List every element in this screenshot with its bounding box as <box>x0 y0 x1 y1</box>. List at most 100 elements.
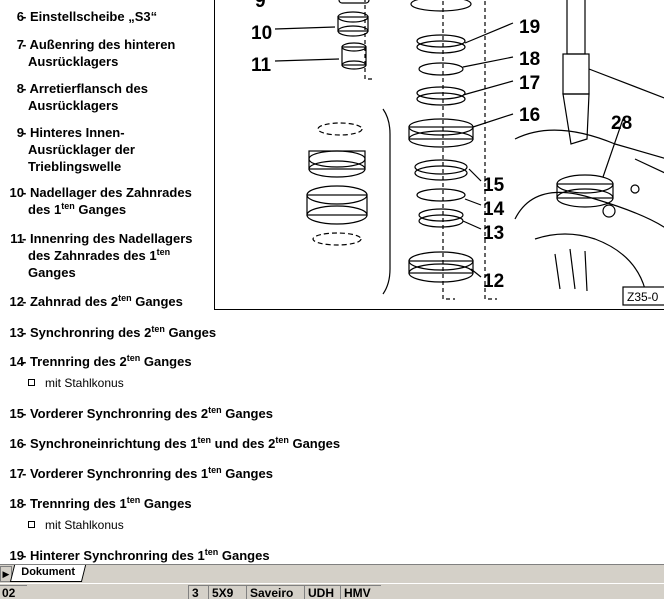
item-text-line: - Trennring des 2ten Ganges <box>22 353 420 370</box>
item-note: mit Stahlkonus <box>28 376 124 391</box>
item-number: 10 <box>9 185 24 200</box>
status-model: Saveiro <box>246 585 305 599</box>
callout-13: 13 <box>483 223 504 244</box>
item-text-line: - Vorderer Synchronring des 2ten Ganges <box>22 405 420 422</box>
item-text-segment: Ganges <box>28 265 76 280</box>
item-text-line: - Arretierflansch des <box>22 80 210 97</box>
callout-16: 16 <box>519 105 540 126</box>
item-number: 16 <box>9 436 24 451</box>
item-text-segment: Ausrücklager der <box>28 142 135 157</box>
item-text-segment: des Zahnrades des 1 <box>28 248 157 263</box>
item-text-line: - Einstellscheibe „S3“ <box>22 8 420 25</box>
ordinal-suffix: ten <box>126 495 141 505</box>
item-text-segment: Ganges <box>164 325 217 340</box>
ordinal-suffix: ten <box>208 465 222 475</box>
item-text-line: Ganges <box>28 264 210 281</box>
item-separator: - <box>22 9 30 24</box>
item-number: 9 <box>16 125 24 140</box>
item-text-segment: Ganges <box>221 466 273 481</box>
figure-reference: Z35-0 <box>627 290 659 304</box>
item-text: - Einstellscheibe „S3“ <box>22 8 420 25</box>
item-separator: - <box>22 125 30 140</box>
item-text-segment: Ganges <box>74 202 127 217</box>
item-text-segment: Nadellager des Zahnrades <box>29 185 192 200</box>
item-text-line: - Hinteres Innen- <box>22 124 210 141</box>
item-text-line: - Synchronring des 2ten Ganges <box>22 324 420 341</box>
item-text: - Hinterer Synchronring des 1ten Ganges <box>22 547 420 564</box>
item-text-segment: Vorderer Synchronring des 2 <box>29 406 209 421</box>
item-separator: - <box>22 436 30 451</box>
item-separator: - <box>22 325 30 340</box>
callout-11: 11 <box>251 55 272 76</box>
item-note: mit Stahlkonus <box>28 518 124 533</box>
item-text-line: des 1ten Ganges <box>28 201 210 218</box>
item-separator: - <box>22 406 30 421</box>
item-text-segment: Ausrücklagers <box>28 98 119 113</box>
item-text-segment: Innenring des Nadellagers <box>29 231 193 246</box>
ordinal-suffix: ten <box>118 293 132 303</box>
item-text: - Trennring des 1ten Ganges <box>22 495 420 512</box>
item-number: 19 <box>9 548 24 563</box>
item-number: 13 <box>9 325 24 340</box>
item-text-line: Ausrücklagers <box>28 53 210 70</box>
item-text-line: des Zahnrades des 1ten <box>28 247 210 264</box>
item-text-segment: Synchronring des 2 <box>29 325 152 340</box>
item-text: - Vorderer Synchronring des 2ten Ganges <box>22 405 420 422</box>
item-text-segment: Synchroneinrichtung des 1 <box>29 436 198 451</box>
item-number: 8 <box>16 81 24 96</box>
item-text-segment: Ganges <box>140 354 192 369</box>
item-text: - Synchronring des 2ten Ganges <box>22 324 420 341</box>
status-section: 3 <box>188 585 209 599</box>
item-text-segment: Außenring des hinteren <box>29 37 176 52</box>
callout-9: 9 <box>255 0 266 12</box>
item-separator: - <box>22 354 30 369</box>
item-text-line: - Trennring des 1ten Ganges <box>22 495 420 512</box>
tab-dokument[interactable]: Dokument <box>9 565 86 582</box>
item-text-segment: Ganges <box>140 496 192 511</box>
square-bullet-icon <box>28 379 35 386</box>
ordinal-suffix: ten <box>61 201 75 211</box>
status-variant: HMV <box>340 585 381 599</box>
callout-14: 14 <box>483 199 505 220</box>
status-bar: 02 3 5X9 Saveiro UDH HMV <box>0 583 664 599</box>
item-number: 7 <box>16 37 24 52</box>
item-text-line: Ausrücklagers <box>28 97 210 114</box>
item-text-segment: Ganges <box>288 436 341 451</box>
square-bullet-icon <box>28 521 35 528</box>
callout-19: 19 <box>519 17 540 38</box>
item-text-segment: Ausrücklagers <box>28 54 119 69</box>
item-text-segment: Hinteres Innen- <box>29 125 125 140</box>
item-text-segment: Ganges <box>221 406 273 421</box>
item-text-line: - Nadellager des Zahnrades <box>22 184 210 201</box>
callout-17: 17 <box>519 73 540 94</box>
ordinal-suffix: ten <box>151 324 165 334</box>
sheet-tab-bar: ▶ Dokument <box>0 564 664 583</box>
item-text-line: - Zahnrad des 2ten Ganges <box>22 293 420 310</box>
item-text-segment: Trieblingswelle <box>28 159 122 174</box>
exploded-view-figure: 9 10 11 19 18 17 16 15 14 13 12 28 Z35-0 <box>214 0 664 310</box>
item-text-line: - Hinterer Synchronring des 1ten Ganges <box>22 547 420 564</box>
status-gearbox: UDH <box>304 585 341 599</box>
document-content: 9 10 11 19 18 17 16 15 14 13 12 28 Z35-0… <box>9 0 664 564</box>
item-text-segment: Trennring des 2 <box>29 354 127 369</box>
item-separator: - <box>22 37 30 52</box>
item-text-segment: des 1 <box>28 202 62 217</box>
item-number: 6 <box>16 9 24 24</box>
ordinal-suffix: ten <box>204 547 219 557</box>
callout-18: 18 <box>519 49 540 70</box>
ordinal-suffix: ten <box>275 435 289 445</box>
item-number: 11 <box>10 231 24 246</box>
ordinal-suffix: ten <box>197 435 212 445</box>
item-separator: - <box>22 81 30 96</box>
item-text-line: Ausrücklager der <box>28 141 210 158</box>
item-text-segment: Ganges <box>218 548 270 563</box>
item-text-line: Trieblingswelle <box>28 158 210 175</box>
item-text-line: - Außenring des hinteren <box>22 36 210 53</box>
item-separator: - <box>22 294 30 309</box>
callout-28: 28 <box>611 113 632 134</box>
ordinal-suffix: ten <box>208 405 222 415</box>
item-number: 18 <box>9 496 24 511</box>
